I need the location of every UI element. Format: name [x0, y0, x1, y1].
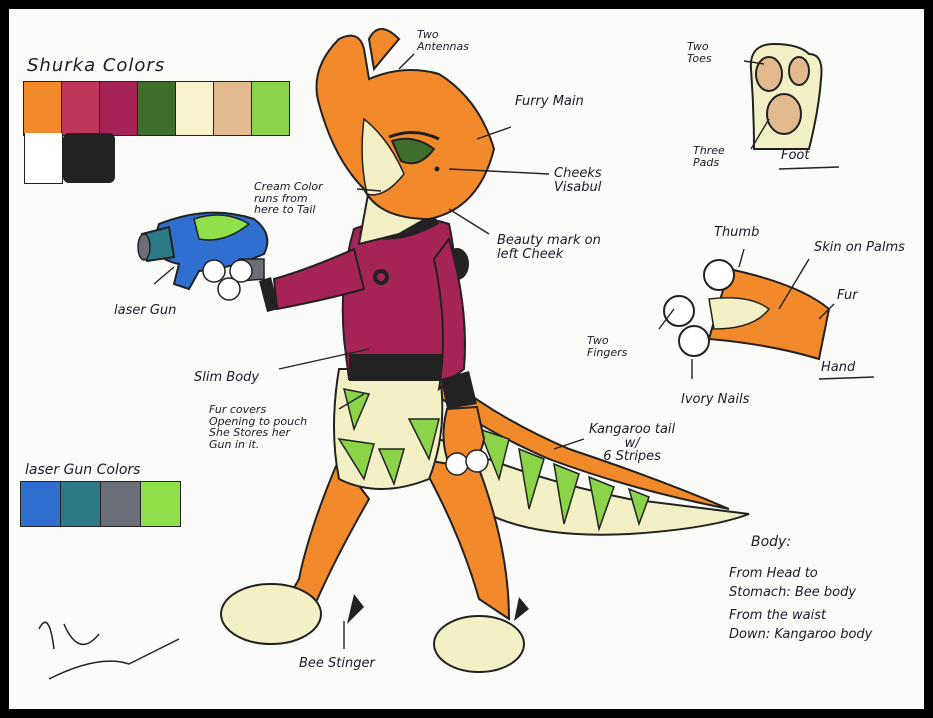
- body-title: Body:: [751, 534, 792, 550]
- foot-detail-drawing: [749, 42, 823, 150]
- shurka-color-palette-row2: [24, 133, 115, 184]
- body-notes: From Head to Stomach: Bee body From the …: [729, 566, 873, 642]
- color-swatch-lime: [252, 82, 289, 135]
- color-swatch-white: [24, 133, 63, 184]
- color-swatch-green: [138, 82, 176, 135]
- color-swatch-magenta: [100, 82, 138, 135]
- pouch-fur: [337, 388, 440, 487]
- character-sheet: Shurka Colors laser Gun Colors: [9, 9, 924, 709]
- gun-swatch-teal: [61, 482, 101, 526]
- label-foot: Foot: [781, 148, 810, 163]
- label-bee-stinger: Bee Stinger: [299, 656, 375, 671]
- signature: [34, 614, 194, 694]
- color-swatch-pink: [62, 82, 100, 135]
- color-swatch-orange: [24, 82, 62, 135]
- label-ivory-nails: Ivory Nails: [681, 392, 750, 407]
- label-fur: Fur: [837, 288, 858, 303]
- gun-swatch-blue: [21, 482, 61, 526]
- shurka-colors-title: Shurka Colors: [27, 55, 166, 76]
- annotation-lines: [153, 53, 875, 649]
- gun-swatch-gray: [101, 482, 141, 526]
- label-slim-body: Slim Body: [194, 370, 260, 385]
- label-skin-on-palms: Skin on Palms: [814, 240, 905, 255]
- label-furry-main: Furry Main: [515, 94, 584, 109]
- color-swatch-black: [63, 133, 115, 183]
- label-laser-gun: laser Gun: [114, 303, 177, 318]
- label-thumb: Thumb: [714, 225, 760, 240]
- hand-detail-drawing: [663, 259, 831, 361]
- label-hand: Hand: [821, 360, 856, 375]
- character-drawing: [38, 28, 875, 680]
- gun-color-palette: [20, 481, 181, 527]
- gun-swatch-lime: [141, 482, 180, 526]
- signature-scribble: [38, 621, 180, 680]
- color-swatch-tan: [214, 82, 252, 135]
- gun-colors-title: laser Gun Colors: [25, 462, 141, 478]
- shurka-color-palette: [23, 81, 290, 136]
- color-swatch-cream: [176, 82, 214, 135]
